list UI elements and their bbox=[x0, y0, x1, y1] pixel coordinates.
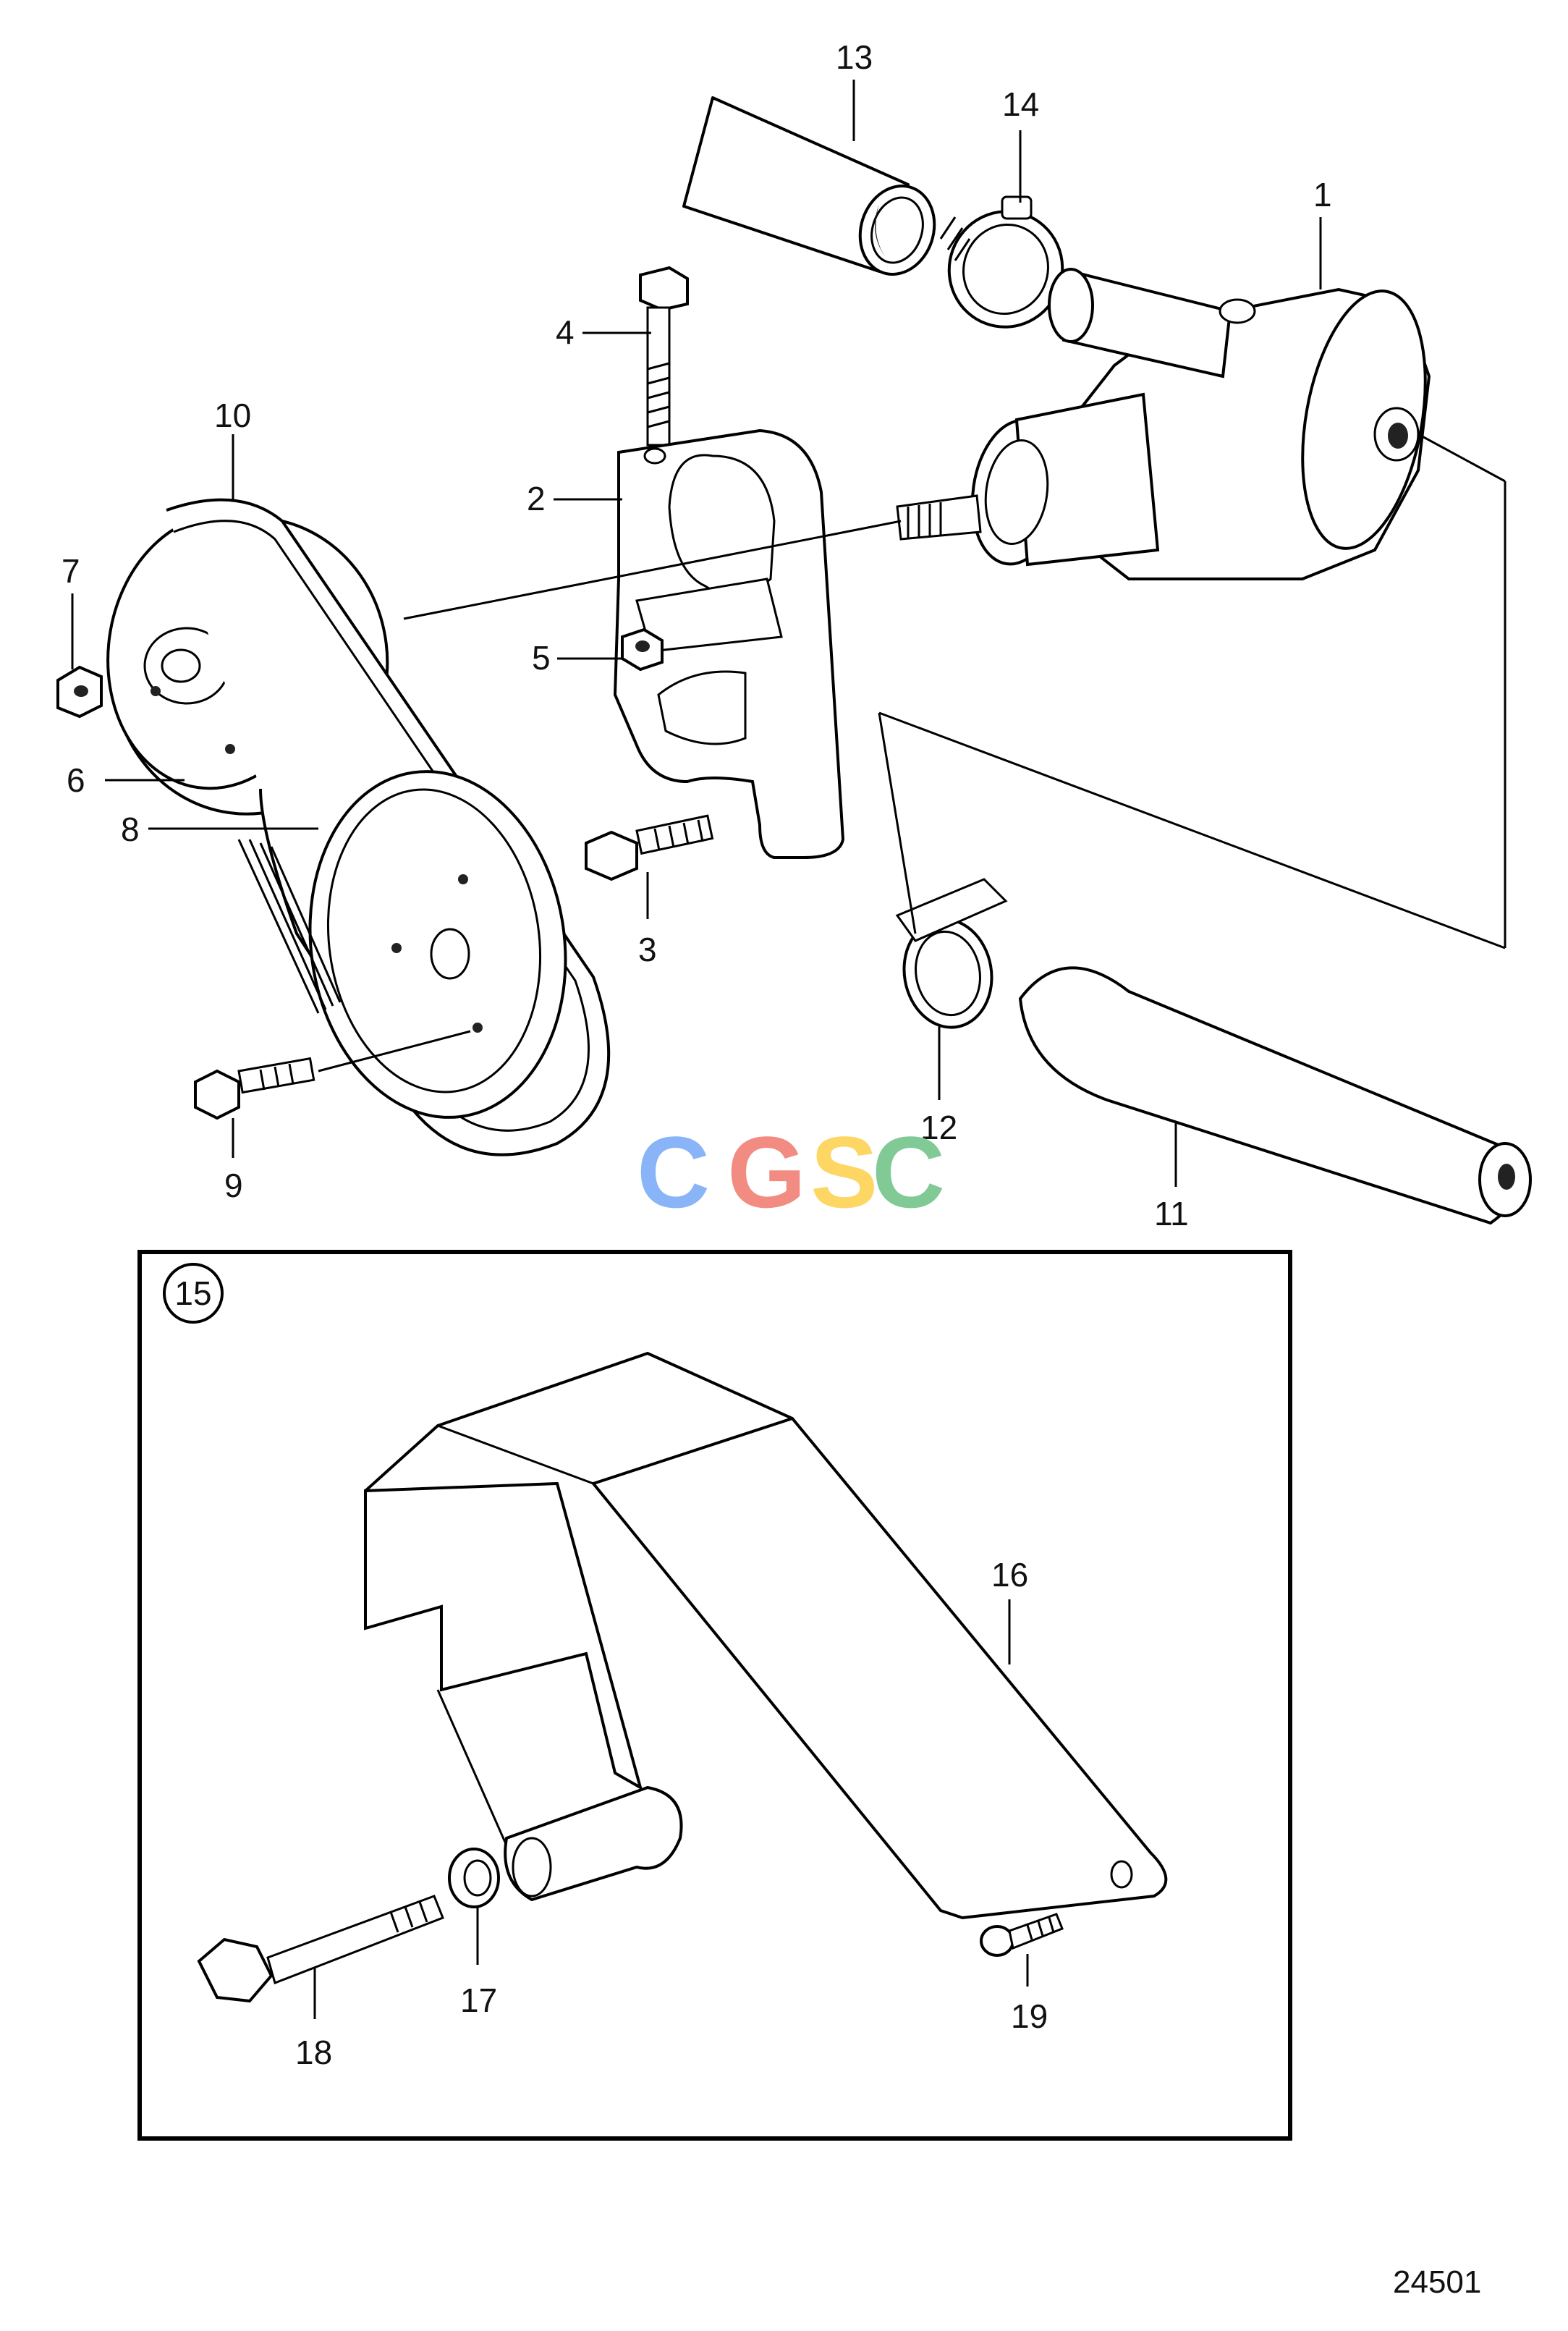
callout-5: 5 bbox=[532, 639, 551, 677]
hose-upper bbox=[682, 96, 936, 276]
bolt-9 bbox=[194, 1057, 315, 1120]
water-pump bbox=[896, 268, 1431, 580]
bolt-4 bbox=[639, 266, 689, 447]
phantom-lines bbox=[318, 433, 1506, 1073]
callout-10: 10 bbox=[214, 397, 251, 434]
bolt-18 bbox=[197, 1895, 444, 2003]
callout-18: 18 bbox=[295, 2034, 332, 2071]
callout-leaders-lower bbox=[313, 1599, 1029, 2019]
screw-3 bbox=[585, 814, 714, 881]
watermark-letter-3: S bbox=[810, 1115, 878, 1229]
callout-8: 8 bbox=[121, 811, 140, 848]
callout-6: 6 bbox=[67, 761, 85, 799]
watermark-letter-2: G bbox=[727, 1115, 806, 1229]
callout-2: 2 bbox=[527, 480, 546, 517]
inset-badge bbox=[163, 1263, 224, 1324]
figure-number: 24501 bbox=[1393, 2264, 1481, 2300]
callout-3: 3 bbox=[638, 931, 657, 968]
watermark-logo: C G S C bbox=[637, 1115, 945, 1229]
callout-16: 16 bbox=[991, 1556, 1028, 1594]
callout-4: 4 bbox=[556, 313, 575, 351]
callouts-upper: 1 2 3 4 5 6 7 8 9 10 11 12 13 14 bbox=[62, 38, 1332, 1232]
callout-9: 9 bbox=[224, 1167, 243, 1204]
callout-leaders-upper bbox=[71, 80, 1322, 1187]
callout-12: 12 bbox=[920, 1109, 957, 1146]
callout-11: 11 bbox=[1154, 1195, 1189, 1232]
callout-17: 17 bbox=[460, 1981, 497, 2019]
callout-13: 13 bbox=[836, 38, 873, 76]
bracket bbox=[613, 428, 845, 859]
watermark-letter-1: C bbox=[637, 1115, 710, 1229]
belt-guard bbox=[364, 1351, 1168, 1920]
inset-frame bbox=[137, 1250, 1292, 2141]
hose-clamp-upper bbox=[939, 195, 1064, 329]
hose-lower bbox=[1018, 966, 1532, 1225]
callouts-lower: 16 17 18 19 bbox=[295, 1556, 1048, 2071]
washer-17 bbox=[448, 1848, 500, 1908]
callout-15: 15 bbox=[174, 1274, 211, 1312]
watermark-letter-4: C bbox=[872, 1115, 945, 1229]
screw-19 bbox=[980, 1913, 1064, 1957]
callout-19: 19 bbox=[1011, 1997, 1048, 2035]
pulley-8 bbox=[237, 770, 567, 1119]
hose-clamp-lower bbox=[895, 878, 1008, 1029]
callout-14: 14 bbox=[1002, 85, 1039, 123]
callout-7: 7 bbox=[62, 552, 80, 590]
nut-7 bbox=[56, 665, 103, 719]
nut-5 bbox=[621, 627, 664, 672]
callout-1: 1 bbox=[1313, 176, 1332, 213]
